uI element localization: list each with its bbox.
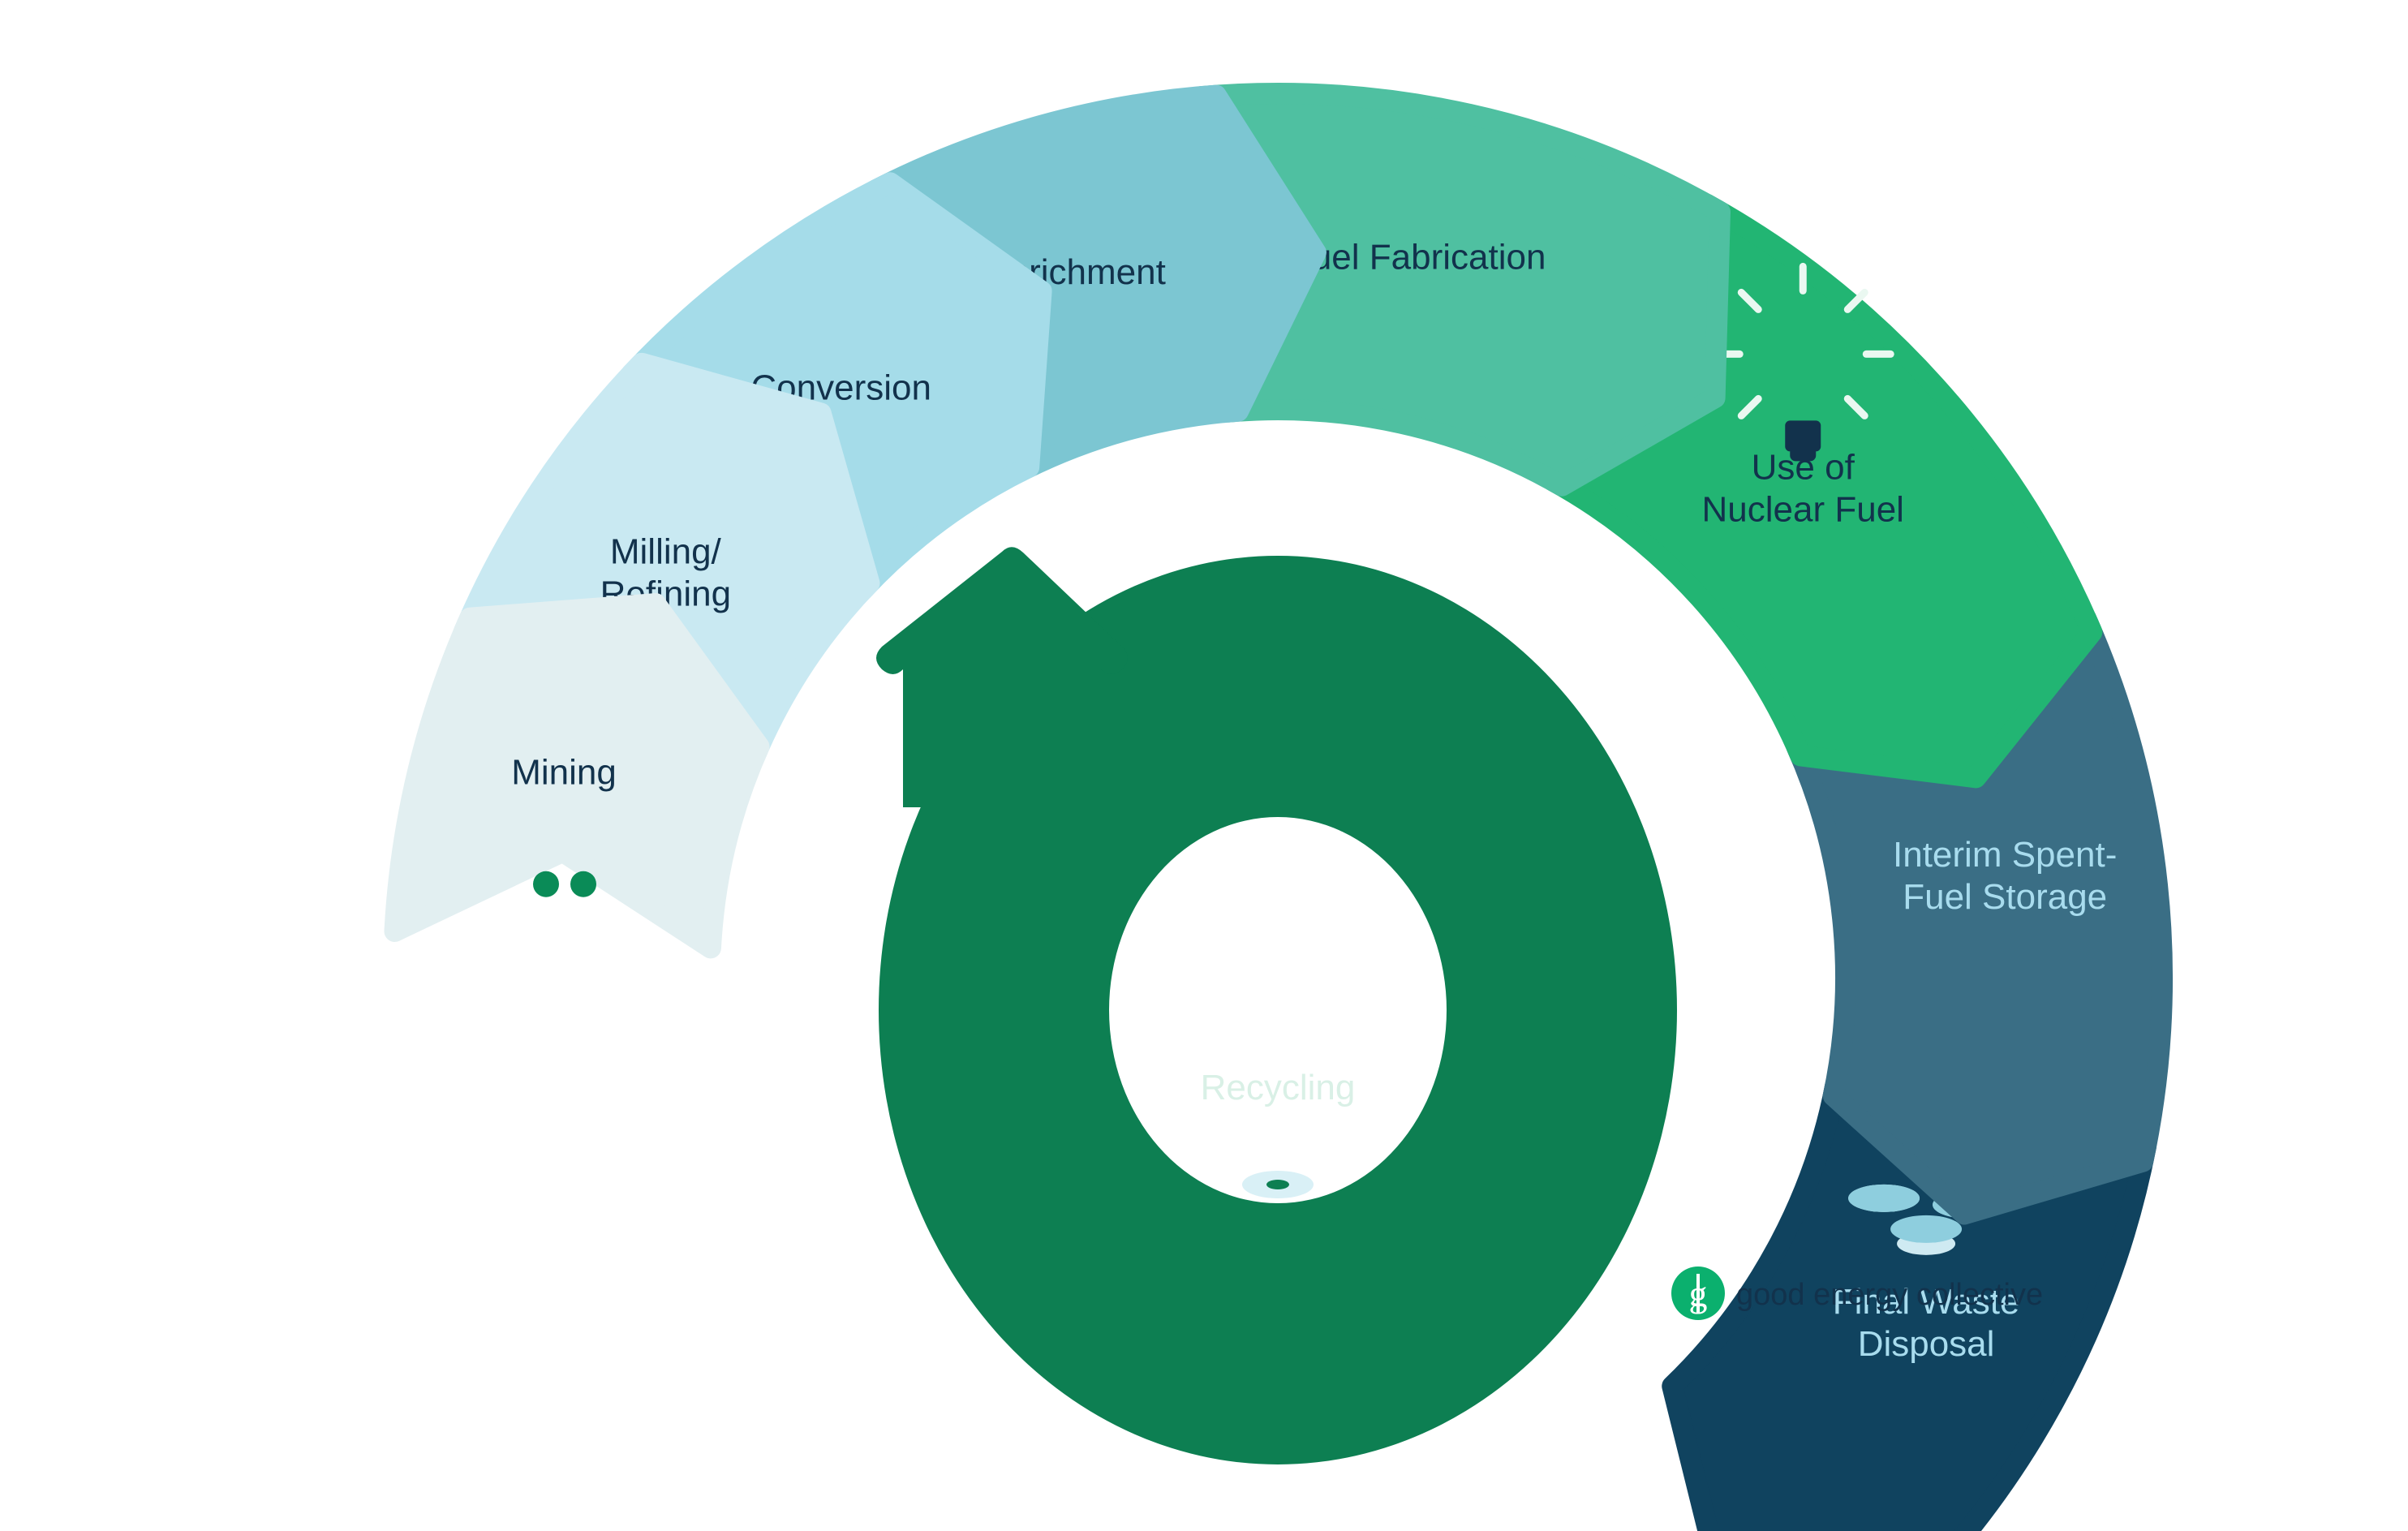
logo[interactable]: g good energy collective — [1671, 1267, 2043, 1320]
conversion-arrow-shape — [620, 172, 1052, 601]
interim-storage-label-line-1: Interim Spent- — [1893, 835, 2117, 875]
milling-refining-arrow-shape — [453, 352, 880, 767]
final-waste-disposal-label-line-1: Final Waste — [1833, 1282, 2020, 1322]
mining-label: Mining — [511, 753, 617, 793]
fuel-fabrication-label: Fuel Fabrication — [1290, 238, 1546, 277]
use-of-nuclear-fuel-arrow-shape — [1542, 193, 2103, 789]
use-of-nuclear-fuel-label-line-1: Use of — [1752, 447, 1855, 487]
recycling-canister-icon — [1242, 1171, 1314, 1198]
step-mining[interactable]: Mining — [384, 593, 770, 959]
step-recycling[interactable]: Recycling — [876, 547, 1677, 1464]
arrow-chain: Final Waste Disposal Interim Spent- Fuel… — [384, 83, 2173, 1531]
recycling-arrowhead — [876, 547, 1128, 807]
mining-arrow-shape — [384, 593, 770, 959]
enrichment-arrow-shape — [866, 84, 1327, 483]
interim-storage-label-line-2: Fuel Storage — [1903, 877, 2107, 917]
logo-wordmark: good energy collective — [1736, 1278, 2043, 1312]
fuel-fabrication-arrow-shape — [1190, 83, 1731, 497]
recycling-label: Recycling — [1201, 1068, 1356, 1107]
step-enrichment[interactable]: Enrichment — [866, 84, 1327, 483]
milling-refining-label-line-1: Milling/ — [610, 531, 722, 571]
use-of-nuclear-fuel-label-line-2: Nuclear Fuel — [1702, 489, 1904, 529]
step-conversion[interactable]: Conversion — [620, 172, 1052, 601]
mine-cart-icon — [533, 871, 597, 897]
final-waste-disposal-label-line-2: Disposal — [1858, 1324, 1995, 1364]
step-fuel-fabrication[interactable]: Fuel Fabrication — [1190, 83, 1731, 497]
